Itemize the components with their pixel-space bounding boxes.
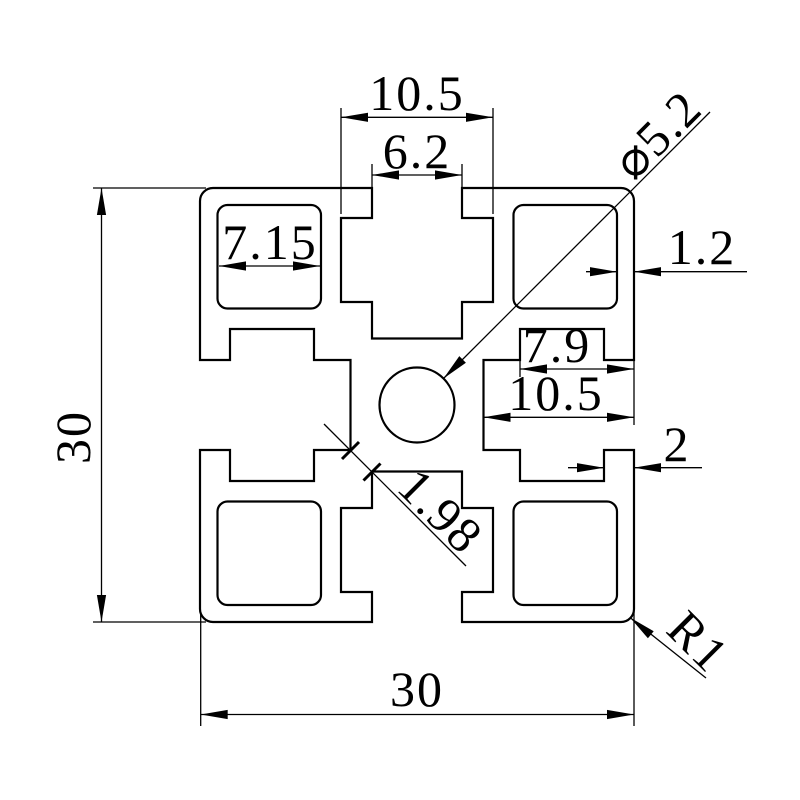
center-bore-hole: [378, 366, 456, 444]
dim-top-slot-width-text: 10.5: [369, 65, 465, 121]
arrowhead: [435, 170, 462, 180]
arrowhead: [96, 595, 107, 622]
arrowhead: [293, 261, 320, 271]
dim-corner-radius: R1: [629, 600, 741, 684]
dim-overall-height: 30: [45, 187, 206, 623]
dim-side-wall: 1.2: [586, 219, 747, 277]
corner-cavity-top-left: [216, 203, 323, 310]
dim-overall-height-text: 30: [45, 410, 101, 464]
arrowhead: [634, 463, 661, 473]
arrowhead: [607, 364, 634, 374]
arrowhead: [577, 463, 604, 473]
dim-right-slot-width: 10.5: [483, 365, 634, 422]
arrowhead: [96, 188, 107, 215]
dim-corner-radius-text: R1: [657, 600, 741, 684]
arrowhead: [372, 170, 399, 180]
profile-outline: [198, 186, 636, 624]
oblique-tick: [340, 440, 361, 461]
dim-top-slot-opening-text: 6.2: [383, 123, 452, 179]
oblique-tick: [362, 462, 382, 482]
extrusion-profile: [198, 186, 636, 624]
arrowhead: [590, 267, 617, 277]
dim-overall-width: 30: [200, 612, 635, 726]
dim-corner-cavity: 7.15: [219, 214, 320, 271]
dim-center-hole-text: ⌀5.2: [602, 79, 713, 190]
corner-cavity-top-right: [512, 203, 619, 310]
arrowhead: [443, 356, 466, 379]
dim-diagonal-web-text: 1.98: [387, 457, 494, 564]
dim-slot-lip: 2: [568, 416, 702, 473]
arrowhead: [634, 267, 661, 277]
arrowhead: [341, 112, 368, 122]
dim-right-slot-depth-text: 7.9: [523, 317, 592, 373]
dim-top-slot-opening: 6.2: [371, 123, 463, 196]
arrowhead: [630, 617, 654, 639]
arrowhead: [607, 709, 634, 720]
dim-slot-lip-text: 2: [664, 416, 691, 472]
dim-right-slot-depth: 7.9: [519, 317, 635, 425]
dim-side-wall-text: 1.2: [668, 219, 737, 275]
corner-cavity-bottom-left: [216, 500, 323, 607]
dimension-line: [323, 423, 467, 567]
dim-overall-width-text: 30: [390, 661, 444, 717]
dim-corner-cavity-text: 7.15: [222, 214, 318, 270]
dim-right-slot-width-text: 10.5: [508, 365, 604, 421]
corner-cavity-bottom-right: [512, 500, 619, 607]
dim-top-slot-width: 10.5: [340, 65, 494, 214]
leader-line: [443, 111, 711, 379]
arrowhead: [200, 709, 228, 720]
arrowhead: [219, 261, 246, 271]
arrowhead: [466, 112, 493, 122]
arrowhead: [520, 364, 547, 374]
arrowhead: [483, 412, 511, 422]
arrowhead: [607, 412, 634, 422]
